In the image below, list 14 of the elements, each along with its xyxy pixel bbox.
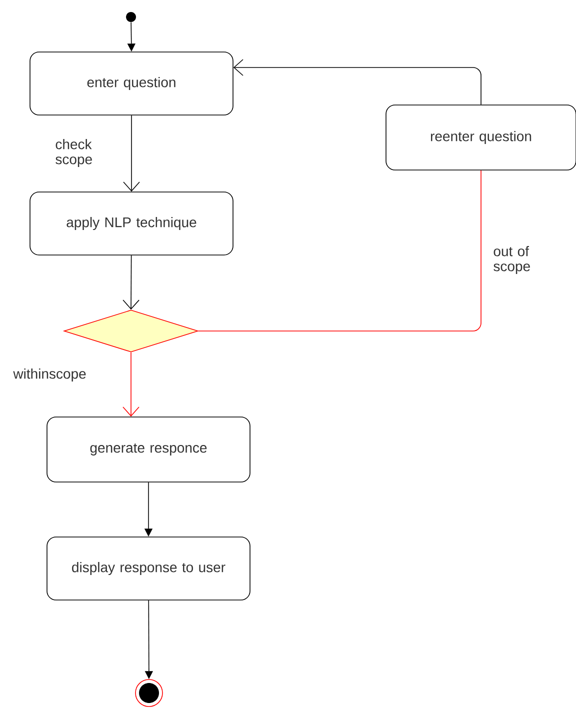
activity-box: enter question bbox=[30, 52, 234, 116]
arrow bbox=[233, 59, 482, 105]
arrow bbox=[122, 255, 140, 310]
edge-label: out of scope bbox=[494, 246, 530, 274]
activity-box: apply NLP technique bbox=[30, 192, 234, 256]
arrow bbox=[123, 115, 140, 192]
activity-box: reenter question bbox=[386, 104, 576, 170]
arrow bbox=[122, 352, 140, 417]
activity-box: generate responce bbox=[46, 416, 250, 482]
start-node bbox=[126, 12, 136, 22]
end-node bbox=[135, 679, 163, 707]
activity-box: display response to user bbox=[46, 536, 250, 600]
edge-label: withinscope bbox=[13, 368, 86, 382]
edge-label: check scope bbox=[56, 138, 92, 168]
